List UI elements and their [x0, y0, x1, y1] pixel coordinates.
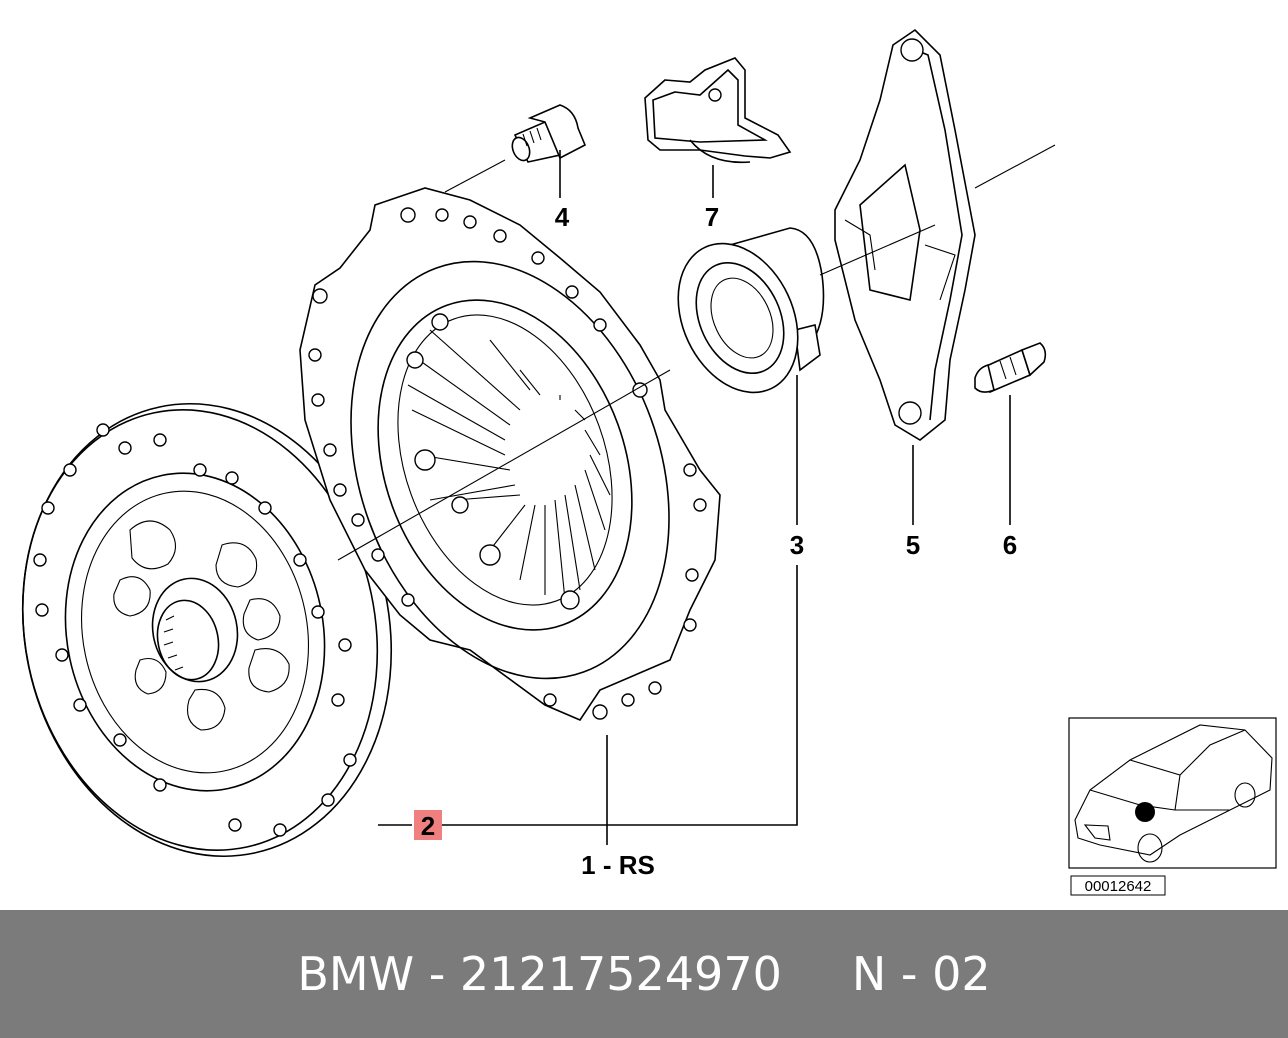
diaphragm-spring-fingers — [406, 313, 611, 610]
callout-7: 7 — [705, 202, 719, 232]
callout-4: 4 — [555, 202, 570, 232]
brand-part-number: BMW - 21217524970 — [297, 947, 782, 1001]
clip-spring — [644, 57, 792, 164]
disc-damper-springs — [113, 520, 290, 731]
clutch-disc — [21, 402, 393, 858]
callout-5: 5 — [906, 530, 920, 560]
leader-lines — [378, 150, 1011, 845]
exploded-parts-diagram: 2 1 - RS 3 4 5 6 7 00012642 — [21, 28, 1277, 896]
pressure-plate-bolt-holes — [308, 207, 707, 720]
callout-1-rs: 1 - RS — [581, 850, 655, 880]
image-number: 00012642 — [1085, 878, 1152, 895]
release-fork — [834, 28, 976, 441]
alignment-lines — [337, 144, 1056, 561]
pressure-plate — [299, 187, 721, 721]
callout-3: 3 — [790, 530, 804, 560]
highlight-box — [414, 810, 442, 840]
diagram-position: N - 02 — [851, 947, 991, 1001]
callout-6: 6 — [1003, 530, 1017, 560]
disc-hub — [151, 577, 239, 683]
callout-2: 2 — [421, 811, 435, 841]
guide-pin — [974, 342, 1047, 394]
vehicle-locator-thumbnail: 00012642 — [1068, 717, 1277, 896]
car-outline-icon — [1074, 724, 1273, 863]
release-bearing — [677, 227, 825, 394]
footer-bar: BMW - 21217524970 N - 02 — [0, 910, 1288, 1038]
location-marker-icon — [1135, 802, 1155, 822]
bolt — [511, 104, 587, 163]
disc-rivet-ring — [33, 423, 357, 837]
